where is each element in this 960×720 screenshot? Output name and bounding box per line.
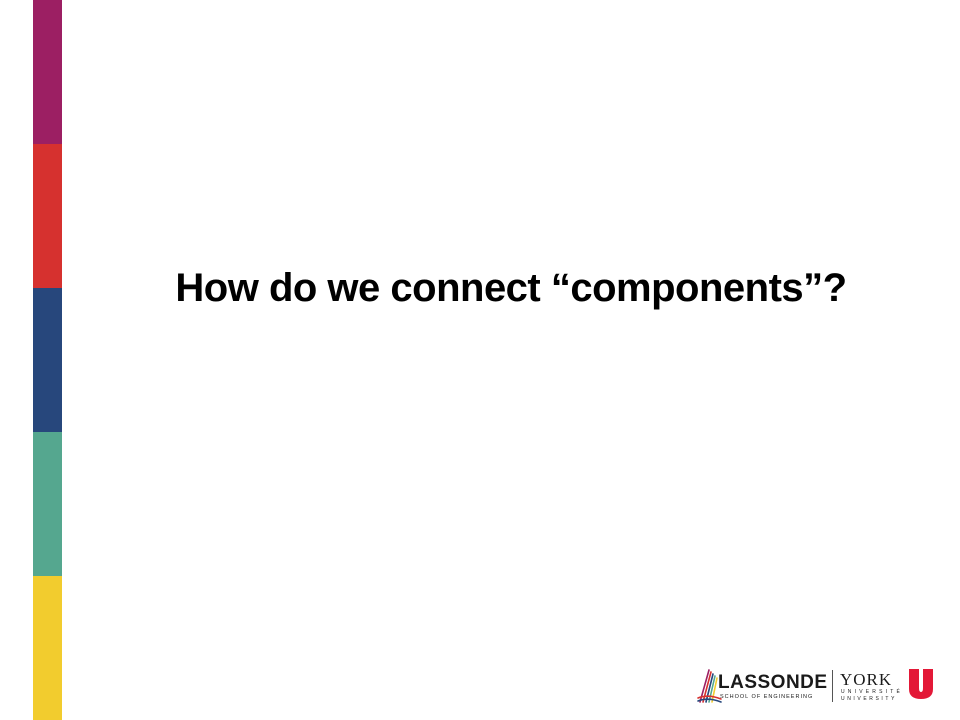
lassonde-wordmark: LASSONDE xyxy=(718,672,828,693)
logo-divider xyxy=(832,670,833,702)
slide-title: How do we connect “components”? xyxy=(175,266,847,310)
lassonde-subtitle: SCHOOL OF ENGINEERING xyxy=(720,694,814,700)
lassonde-mark-icon xyxy=(697,669,722,703)
york-u-icon xyxy=(909,669,933,699)
york-universite-label: UNIVERSITÉ xyxy=(841,689,904,695)
stripe-red xyxy=(33,144,62,288)
york-wordmark: YORK xyxy=(840,670,893,689)
york-university-label: UNIVERSITY xyxy=(841,696,898,702)
lassonde-york-logo: LASSONDE SCHOOL OF ENGINEERING YORK UNIV… xyxy=(696,664,940,708)
stripe-yellow xyxy=(33,576,62,720)
stripe-navy xyxy=(33,288,62,432)
color-stripe-bar xyxy=(33,0,62,720)
stripe-purple xyxy=(33,0,62,144)
stripe-teal xyxy=(33,432,62,576)
